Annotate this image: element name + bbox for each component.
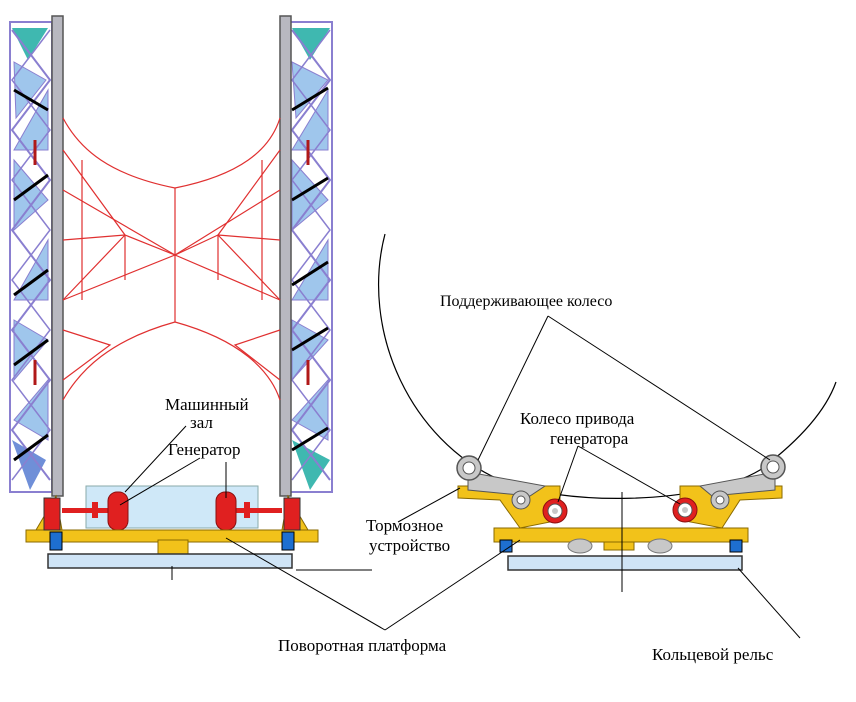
drive-wheel-left (542, 498, 568, 524)
label-drive-wheel-1: Колесо привода (520, 409, 635, 428)
label-machine-hall-2: зал (190, 413, 213, 432)
tower-base-arc (377, 233, 837, 499)
left-lattice-column (9, 21, 53, 493)
label-drive-wheel-2: генератора (550, 429, 629, 448)
support-wheel-inner-left (511, 490, 531, 510)
label-support-wheel: Поддерживающее колесо (440, 293, 612, 310)
platform-side-view (377, 233, 837, 592)
support-wheel-right (760, 454, 786, 480)
leader-lines (119, 315, 801, 639)
ring-rail-front (47, 553, 293, 569)
rotating-platform-side (493, 527, 749, 543)
label-rotating-platform: Поворотная платформа (278, 636, 447, 655)
label-brake-2: устройство (369, 536, 450, 555)
label-generator: Генератор (168, 440, 241, 459)
right-mast (279, 15, 292, 497)
generator-right (215, 491, 282, 531)
left-mast (51, 15, 64, 497)
label-brake-1: Тормозное (366, 516, 443, 535)
ring-rail-side (507, 555, 743, 571)
support-wheel-left (456, 455, 482, 481)
cable-network (62, 117, 281, 401)
tower-front-view (9, 15, 372, 580)
label-machine-hall-1: Машинный (165, 395, 249, 414)
support-wheel-inner-right (710, 490, 730, 510)
rotating-platform-front (25, 494, 319, 569)
label-ring-rail: Кольцевой рельс (652, 645, 774, 664)
right-lattice-column (289, 21, 333, 493)
